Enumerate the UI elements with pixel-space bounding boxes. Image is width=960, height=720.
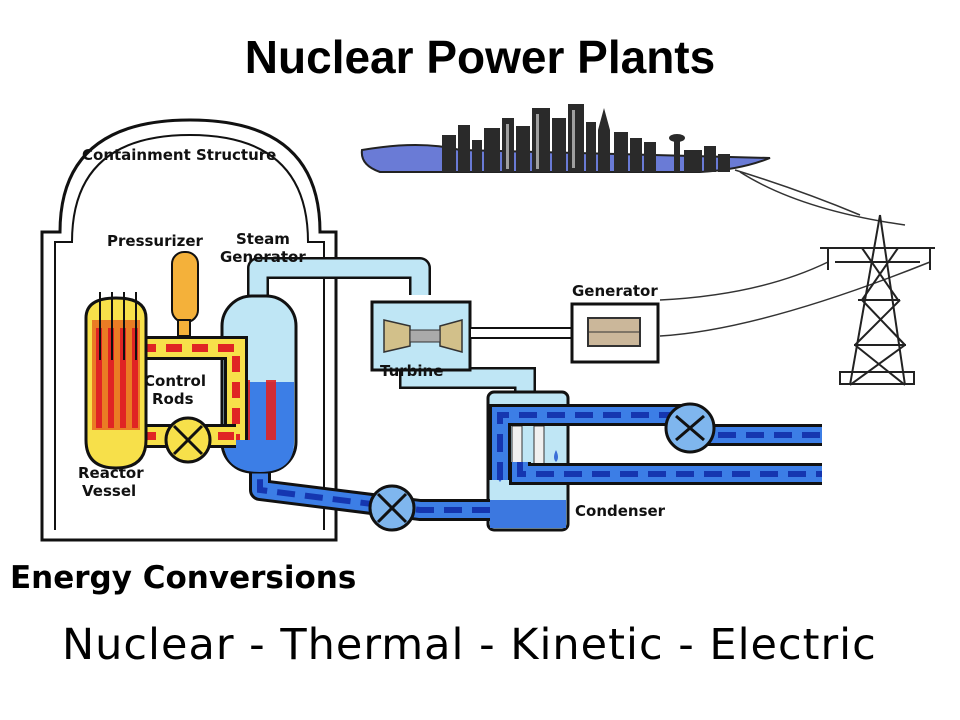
primary-coolant-loop xyxy=(140,336,248,464)
label-condenser: Condenser xyxy=(575,502,666,520)
label-rods: Rods xyxy=(152,390,194,408)
label-generator: Generator xyxy=(572,282,658,300)
pressurizer xyxy=(171,251,199,337)
energy-conversions-heading: Energy Conversions xyxy=(10,560,357,596)
label-generator-sg: Generator xyxy=(220,248,306,266)
transmission-tower xyxy=(820,214,935,386)
generator-unit xyxy=(570,302,660,364)
conversion-chain: Nuclear - Thermal - Kinetic - Electric xyxy=(62,620,877,670)
turbine-shaft xyxy=(469,327,581,339)
cooling-water-loop xyxy=(489,402,822,485)
turbine xyxy=(370,300,472,372)
page-title: Nuclear Power Plants xyxy=(244,31,716,83)
label-pressurizer: Pressurizer xyxy=(107,232,204,250)
label-control: Control xyxy=(144,372,206,390)
label-containment-structure: Containment Structure xyxy=(82,146,276,164)
feedwater-line xyxy=(249,470,490,532)
city-skyline xyxy=(360,104,771,173)
label-turbine: Turbine xyxy=(380,362,443,380)
label-reactor: Reactor xyxy=(78,464,144,482)
reactor-vessel xyxy=(84,292,148,470)
label-steam: Steam xyxy=(236,230,290,248)
label-vessel: Vessel xyxy=(82,482,136,500)
